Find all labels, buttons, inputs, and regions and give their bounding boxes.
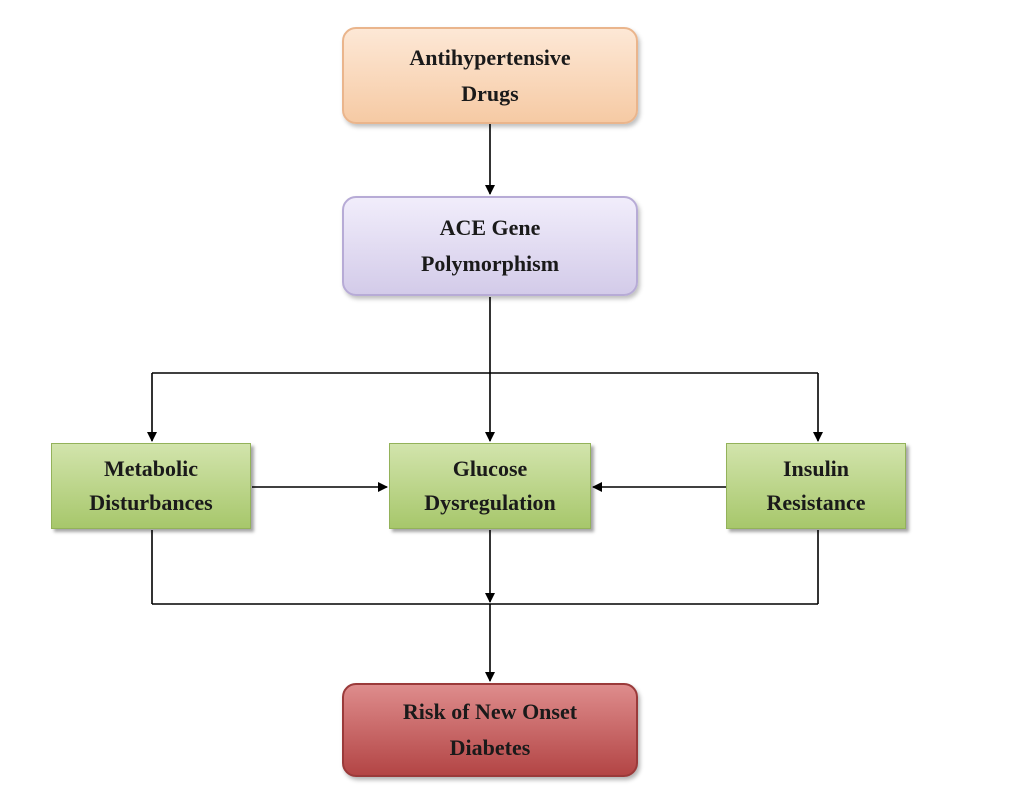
- node-insulin-resistance: Insulin Resistance: [726, 443, 906, 529]
- node-metabolic-disturbances: Metabolic Disturbances: [51, 443, 251, 529]
- node-label-line1: Insulin: [782, 456, 850, 481]
- node-label-line2: Disturbances: [89, 490, 213, 515]
- node-glucose-dysregulation: Glucose Dysregulation: [389, 443, 591, 529]
- node-label-line2: Diabetes: [449, 735, 531, 760]
- node-label-line2: Resistance: [766, 490, 866, 515]
- node-label-line1: Glucose: [452, 456, 528, 481]
- node-label-line1: Metabolic: [103, 456, 199, 481]
- node-label-line2: Dysregulation: [424, 490, 556, 515]
- node-antihypertensive-drugs: Antihypertensive Drugs: [342, 27, 638, 124]
- node-label-line1: ACE Gene: [439, 215, 541, 240]
- node-label-line2: Polymorphism: [420, 251, 560, 276]
- node-label-line2: Drugs: [461, 80, 519, 106]
- node-label-line1: Antihypertensive: [409, 44, 571, 70]
- node-ace-gene-polymorphism: ACE Gene Polymorphism: [342, 196, 638, 296]
- node-label-line1: Risk of New Onset: [402, 699, 578, 724]
- node-risk-new-onset-diabetes: Risk of New Onset Diabetes: [342, 683, 638, 777]
